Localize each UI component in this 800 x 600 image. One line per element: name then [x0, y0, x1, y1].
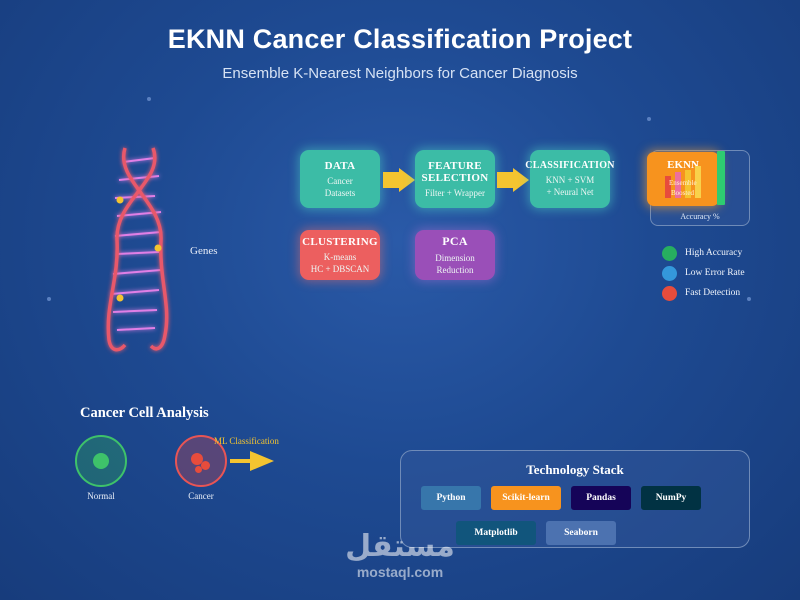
- result-eknn-label: EKNN: [667, 159, 699, 171]
- result-mini-label: Ensemble: [669, 179, 697, 187]
- result-eknn-card: EKNN Ensemble Boosted: [647, 152, 719, 206]
- legend-dot-blue: [662, 265, 677, 281]
- cell-analysis-title: Cancer Cell Analysis: [80, 405, 209, 421]
- tech-badge-seaborn: Seaborn: [546, 521, 616, 545]
- legend-item: Fast Detection: [662, 283, 745, 303]
- result-mini-label: Boosted: [671, 189, 694, 197]
- normal-cell-label: Normal: [87, 491, 115, 501]
- result-bar: [685, 170, 691, 198]
- cancer-cell-nucleus: [201, 461, 210, 470]
- cancer-cell-nucleus: [191, 453, 203, 465]
- result-bar: [695, 166, 701, 198]
- classification-subtitle: KNN + SVM+ Neural Net: [545, 175, 595, 197]
- normal-cell-icon: [75, 435, 127, 487]
- technology-stack-panel: Technology Stack Python Scikit-learn Pan…: [400, 450, 750, 548]
- result-bar: [675, 172, 681, 198]
- technology-stack-title: Technology Stack: [526, 462, 624, 477]
- cancer-cell-label: Cancer: [188, 491, 214, 501]
- cancer-cell-icon: [175, 435, 227, 487]
- background-dot: [47, 297, 51, 301]
- background-dot: [747, 297, 751, 301]
- arrow-right-icon: [383, 168, 415, 192]
- pca-title: PCA: [442, 234, 468, 248]
- ml-classification-label: ML Classification: [214, 436, 279, 446]
- feature-selection-subtitle: Filter + Wrapper: [424, 187, 486, 198]
- clustering-title: CLUSTERING: [302, 235, 378, 248]
- arrow-right-icon: [497, 168, 529, 192]
- legend-item: Low Error Rate: [662, 263, 745, 283]
- result-bar: [665, 176, 671, 198]
- legend-label: Fast Detection: [685, 288, 741, 298]
- background-dot: [147, 97, 151, 101]
- tech-badge-python: Python: [421, 486, 481, 510]
- tech-badge-pandas: Pandas: [571, 486, 631, 510]
- mostaql-logo: مستقل mostaql.com: [340, 529, 460, 581]
- legend-label: High Accuracy: [685, 248, 743, 258]
- tech-badge-matplotlib: Matplotlib: [456, 521, 536, 545]
- result-caption: Accuracy %: [680, 212, 720, 221]
- dna-helix-icon: [106, 147, 169, 352]
- page-subtitle: Ensemble K-Nearest Neighbors for Cancer …: [222, 65, 578, 82]
- legend-label: Low Error Rate: [685, 268, 745, 278]
- cancer-cell-nucleus: [195, 466, 202, 473]
- data-box-title: DATA: [324, 159, 356, 172]
- classification-title: CLASSIFICATION: [525, 160, 615, 171]
- legend-dot-red: [662, 285, 677, 301]
- tech-badge-scikit-learn: Scikit-learn: [491, 486, 561, 510]
- mostaql-logo-latin: mostaql.com: [356, 564, 444, 580]
- background-dot: [647, 117, 651, 121]
- tech-badge-numpy: NumPy: [641, 486, 701, 510]
- mostaql-logo-arabic: مستقل: [345, 529, 455, 564]
- legend: High Accuracy Low Error Rate Fast Detect…: [662, 243, 745, 303]
- normal-cell-nucleus: [93, 453, 109, 469]
- genes-label: Genes: [190, 245, 218, 257]
- legend-dot-green: [662, 245, 677, 261]
- legend-item: High Accuracy: [662, 243, 745, 263]
- arrow-right-icon: [230, 451, 274, 471]
- result-panel: RESULT EKNN Ensemble Boosted Accuracy %: [647, 150, 750, 226]
- result-bar: [717, 151, 725, 205]
- classification-box: CLASSIFICATION KNN + SVM+ Neural Net: [525, 150, 614, 208]
- page-title: EKNN Cancer Classification Project: [167, 24, 633, 54]
